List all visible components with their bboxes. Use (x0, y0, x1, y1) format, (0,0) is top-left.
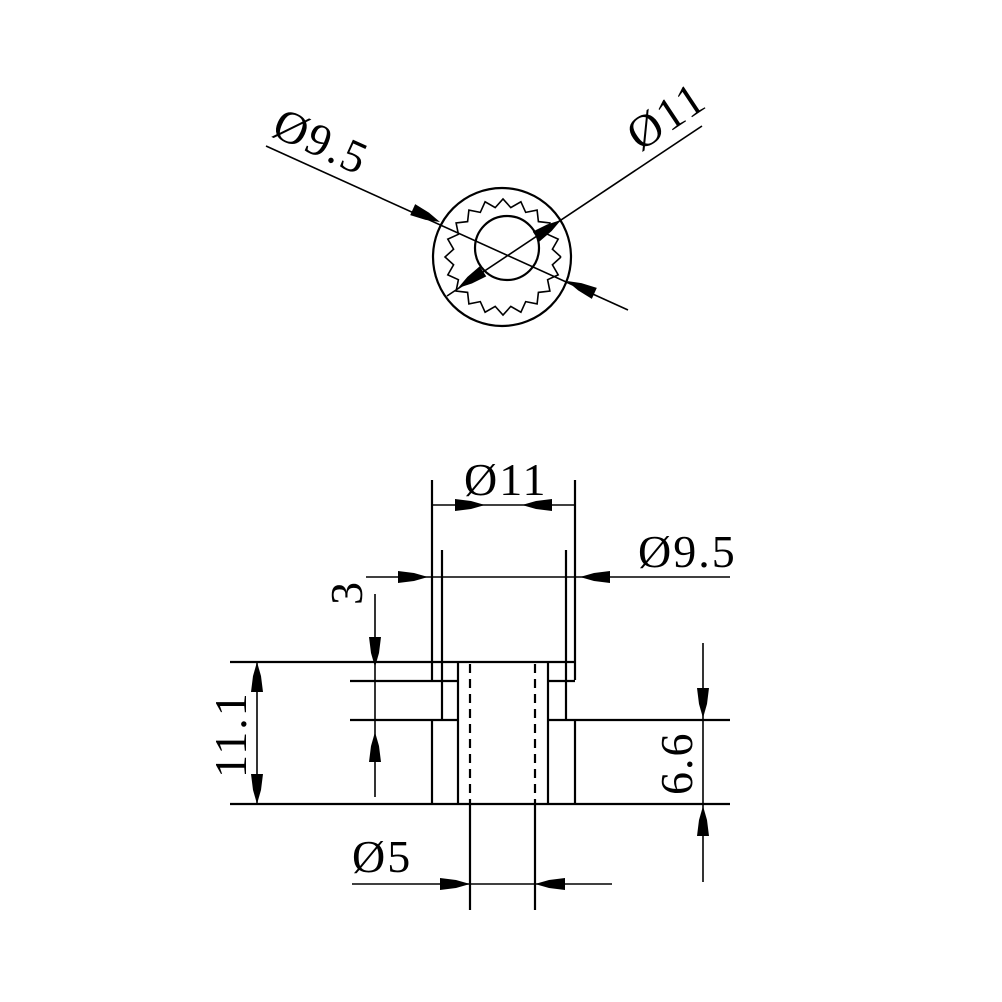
bore-circle (473, 214, 541, 282)
arrow-icon (454, 266, 487, 293)
tooth-profile (443, 197, 562, 317)
label-diameter-11-side: Ø11 (464, 454, 548, 505)
arrow-icon (580, 571, 610, 583)
arrow-icon (398, 571, 428, 583)
side-view: Ø11 Ø9.5 3 11.1 6.6 Ø5 (205, 454, 737, 910)
arrow-icon (251, 662, 263, 692)
arrow-icon (697, 688, 709, 718)
arrow-icon (564, 275, 597, 299)
label-diameter-9-5-side: Ø9.5 (638, 526, 737, 577)
arrow-icon (535, 878, 565, 890)
arrow-icon (440, 878, 470, 890)
label-diameter-11-top: Ø11 (617, 72, 715, 161)
label-height-11-1: 11.1 (205, 691, 256, 778)
arrow-icon (697, 806, 709, 836)
label-bore-5: Ø5 (352, 831, 412, 882)
leader-line-11 (446, 125, 703, 297)
outer-flange-circle (431, 186, 573, 328)
label-thickness-3: 3 (321, 580, 372, 605)
leader-line-9-5 (265, 145, 629, 311)
arrow-icon (369, 732, 381, 762)
label-height-6-6: 6.6 (651, 732, 702, 796)
top-view: Ø9.5 Ø11 (265, 72, 715, 328)
